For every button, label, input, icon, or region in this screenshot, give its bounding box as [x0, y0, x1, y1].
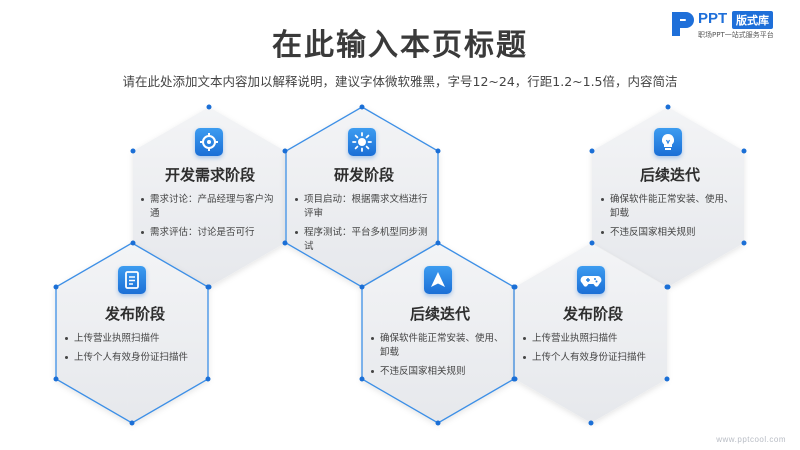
sun-gear-icon	[348, 128, 376, 156]
hexagon-dev-requirements	[133, 107, 285, 287]
stage-bullet: 需求讨论：产品经理与客户沟通	[140, 193, 280, 221]
stage-title: 开发需求阶段	[164, 166, 255, 184]
lightbulb-icon	[654, 128, 682, 156]
stage-title: 研发阶段	[333, 166, 394, 184]
stage-bullet: 上传个人有效身份证扫描件	[522, 351, 664, 365]
hexagon-content-follow-up-top: 后续迭代 确保软件能正常安装、使用、卸载 不违反国家相关规则	[600, 164, 740, 245]
page-title: 在此输入本页标题	[272, 28, 528, 63]
hexagon-content-release-left: 发布阶段 上传营业执照扫描件 上传个人有效身份证扫描件	[64, 303, 206, 370]
stage-title: 发布阶段	[104, 305, 165, 323]
hexagon-content-follow-up-mid: 后续迭代 确保软件能正常安装、使用、卸载 不违反国家相关规则	[370, 303, 510, 384]
stage-bullet: 确保软件能正常安装、使用、卸载	[370, 332, 510, 360]
stage-bullet: 不违反国家相关规则	[370, 365, 510, 379]
stage-bullet: 确保软件能正常安装、使用、卸载	[600, 193, 740, 221]
brand-logo: PPT 版式库 职场PPT一站式服务平台	[670, 8, 790, 44]
stage-bullet: 需求评估：讨论是否可行	[140, 226, 280, 240]
logo-brand: PPT	[698, 10, 728, 27]
gamepad-icon	[577, 266, 605, 294]
hexagon-content-release-right: 发布阶段 上传营业执照扫描件 上传个人有效身份证扫描件	[522, 303, 664, 370]
navigation-arrow-icon	[424, 266, 452, 294]
stage-title: 发布阶段	[562, 305, 623, 323]
stage-bullet: 上传个人有效身份证扫描件	[64, 351, 206, 365]
hexagon-content-dev-requirements: 开发需求阶段 需求讨论：产品经理与客户沟通 需求评估：讨论是否可行	[140, 164, 280, 245]
vertex-dots	[53, 104, 747, 426]
stage-bullet: 不违反国家相关规则	[600, 226, 740, 240]
hexagon-follow-up-top	[592, 107, 744, 287]
stage-title: 后续迭代	[409, 305, 470, 323]
stage-title: 后续迭代	[639, 166, 700, 184]
logo-mark-icon	[672, 12, 694, 36]
page-subtitle: 请在此处添加文本内容加以解释说明，建议字体微软雅黑，字号12~24，行距1.2~…	[122, 74, 678, 89]
watermark-text: www.pptcool.com	[716, 435, 786, 444]
logo-badge: 版式库	[732, 11, 773, 29]
hexagon-release-right	[515, 243, 667, 423]
stage-bullet: 上传营业执照扫描件	[64, 332, 206, 346]
gear-cluster-icon	[195, 128, 223, 156]
stage-bullet: 上传营业执照扫描件	[522, 332, 664, 346]
logo-tagline: 职场PPT一站式服务平台	[698, 31, 774, 39]
stage-bullet: 程序测试：平台多机型同步测试	[294, 226, 434, 254]
stage-bullet: 项目启动：根据需求文档进行评审	[294, 193, 434, 221]
hexagon-content-rnd: 研发阶段 项目启动：根据需求文档进行评审 程序测试：平台多机型同步测试	[294, 164, 434, 259]
document-icon	[118, 266, 146, 294]
